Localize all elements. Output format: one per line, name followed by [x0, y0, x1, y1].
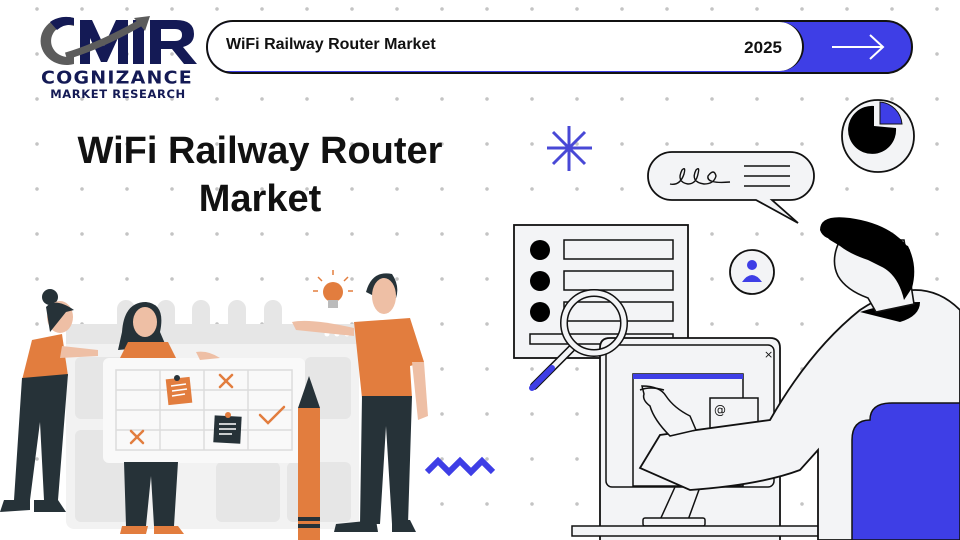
brand-logo[interactable]: COGNIZANCE MARKET RESEARCH [30, 12, 205, 100]
person-man-standing [292, 273, 428, 532]
header-title: WiFi Railway Router Market [226, 36, 436, 53]
header-title-field[interactable]: WiFi Railway Router Market 2025 [208, 22, 804, 71]
brand-name: COGNIZANCE [41, 67, 193, 89]
cmir-logo-mark-icon [40, 16, 197, 65]
header-search-bar[interactable]: WiFi Railway Router Market 2025 [206, 20, 913, 74]
arrow-right-icon[interactable] [830, 33, 886, 61]
header-year: 2025 [744, 38, 782, 57]
schedule-card [103, 358, 305, 463]
zigzag-icon [424, 456, 496, 477]
magnifier-icon [529, 289, 628, 391]
close-icon: × [764, 348, 773, 361]
speech-bubble-icon [647, 151, 815, 224]
person-woman-pointing [0, 289, 98, 512]
chair [851, 402, 960, 540]
x-mark-icon [129, 373, 234, 445]
asterisk-icon [547, 126, 592, 171]
pie-chart-icon [841, 99, 915, 173]
checkmark-icon [258, 405, 286, 425]
pencil-icon [298, 376, 320, 540]
sticky-note-icon [213, 412, 242, 444]
email-icon: @ [714, 403, 726, 417]
person-woman-holding-card [118, 302, 220, 534]
sticky-note-icon [165, 375, 193, 406]
team-planning-illustration [0, 270, 496, 540]
page-title-line1: WiFi Railway Router [77, 130, 443, 172]
page-title-line2: Market [198, 178, 322, 220]
lightbulb-icon [313, 270, 353, 308]
computer-user-illustration: × @ [513, 99, 960, 540]
user-icon [729, 249, 775, 295]
brand-tagline: MARKET RESEARCH [50, 87, 186, 101]
page-title: WiFi Railway Router Market [30, 127, 490, 223]
